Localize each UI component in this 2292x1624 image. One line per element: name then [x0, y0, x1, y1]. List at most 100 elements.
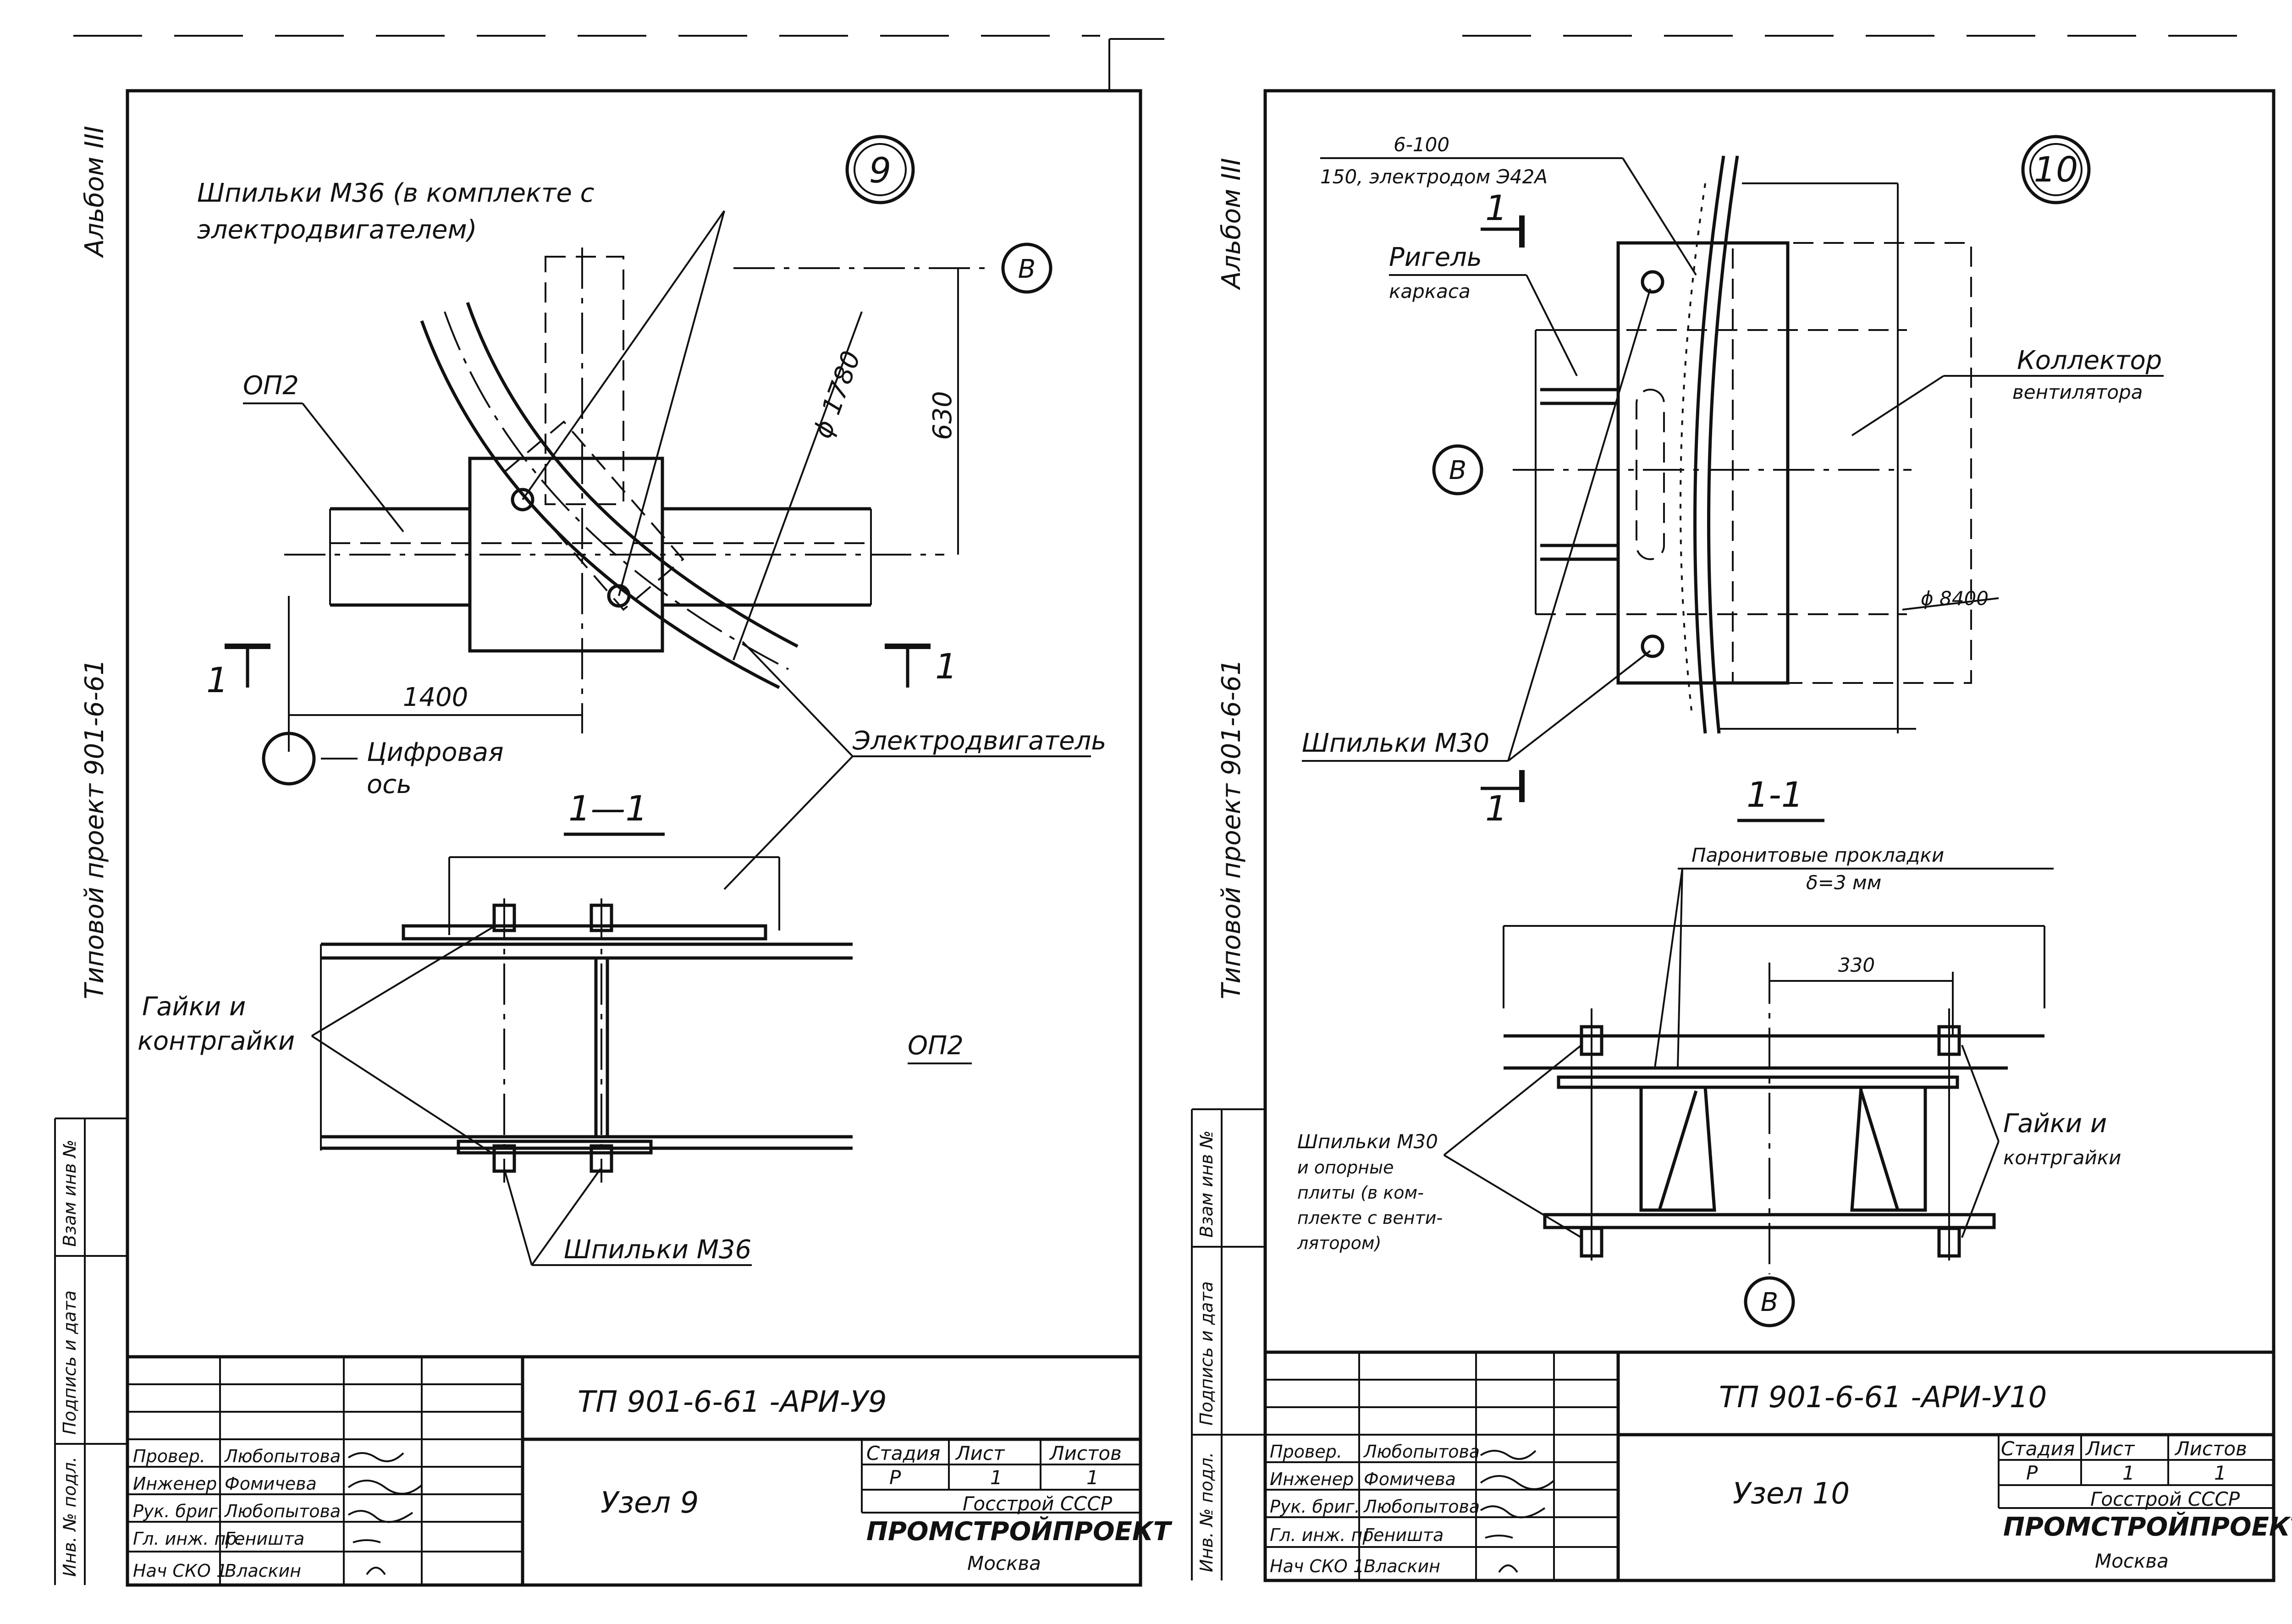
name-4: Геништа: [1364, 1525, 1444, 1545]
drawing-title: Узел 9: [601, 1486, 699, 1520]
project-label: Типовой проект 901-6-61: [1217, 659, 1246, 999]
name-1: Любопытова: [224, 1446, 341, 1466]
studs-top-label-2: электродвигателем): [197, 215, 477, 245]
digital-axis-label: Цифровая: [367, 738, 504, 767]
signature-2: [1480, 1475, 1555, 1490]
role-4: Гл. инж. пр.: [133, 1529, 242, 1549]
role-5: Нач СКО 1: [1270, 1556, 1364, 1576]
org-line-2: ПРОМСТРОЙПРОЕКТ: [866, 1516, 1173, 1547]
stage-header: Стадия: [866, 1442, 940, 1464]
doc-code: ТП 901-6-61 -АРИ-У9: [578, 1385, 887, 1419]
stage-value: Р: [889, 1466, 901, 1489]
album-label: Альбом ІІІ: [80, 126, 110, 259]
studs2-line5: лятором): [1297, 1233, 1381, 1253]
signature-3: [1480, 1505, 1546, 1519]
name-4: Геништа: [225, 1529, 304, 1549]
digital-axis-label-2: ось: [367, 770, 412, 799]
studs2-line4: плекте с венти-: [1297, 1208, 1443, 1228]
name-5: Власкин: [225, 1561, 301, 1581]
node-number: 9: [869, 150, 891, 191]
section-view-9: 1—1 ОП2 Гайки и контргайки: [138, 788, 972, 1266]
role-4: Гл. инж. пр.: [1270, 1525, 1379, 1545]
studs-top-label: Шпильки М36 (в комплекте с: [197, 178, 595, 208]
node-circle: [2021, 135, 2091, 204]
album-label: Альбом ІІІ: [1217, 158, 1246, 291]
section-mark-bottom: 1: [1485, 788, 1507, 829]
org-line-1: Госстрой СССР: [2090, 1488, 2240, 1510]
side-stamp-replace: Взам инв №: [60, 1140, 80, 1247]
side-stamp-inv: Инв. № подл.: [60, 1457, 80, 1577]
weld-label-1: 6-100: [1394, 133, 1449, 156]
section-mark-top: 1: [1485, 187, 1507, 228]
collector-label-2: вентилятора: [2012, 381, 2143, 403]
sheet-9-frame: [126, 89, 1142, 1587]
motor-label: Электродвигатель: [852, 726, 1106, 756]
role-1: Провер.: [133, 1446, 205, 1466]
signature-3: [347, 1510, 413, 1523]
top-dash-marks: [73, 35, 2246, 92]
sheet-value: 1: [2122, 1462, 2135, 1484]
sheet-9: Инв. № подл. Подпись и дата Взам инв № А…: [54, 89, 1173, 1587]
name-2: Фомичева: [1364, 1469, 1456, 1489]
sheet-10-frame: [1263, 89, 2275, 1582]
title-block-9: ТП 901-6-61 -АРИ-У9 Узел 9 Стадия Лист Л…: [126, 1355, 1173, 1587]
title-block-10: ТП 901-6-61 -АРИ-У10 Узел 10 Стадия Лист…: [1263, 1350, 2292, 1582]
role-1: Провер.: [1270, 1442, 1342, 1462]
signature-2: [347, 1480, 423, 1495]
plan-view-10: 6-100 150, электродом Э42А 1 Ригель карк…: [1302, 133, 2164, 829]
studs2-line1: Шпильки М30: [1297, 1130, 1438, 1153]
studs-bottom-label: Шпильки М36: [564, 1235, 751, 1265]
sheets-header: Листов: [1049, 1442, 1122, 1464]
sheet-header: Лист: [2085, 1437, 2135, 1460]
collector-label: Коллектор: [2017, 346, 2162, 375]
org-city: Москва: [967, 1552, 1041, 1574]
nuts-label-2: контргайки: [138, 1026, 295, 1056]
studs2-line3: плиты (в ком-: [1297, 1183, 1424, 1203]
section-view-10: 1-1 Паронитовые прокладки δ=3 мм 330: [1297, 774, 2121, 1327]
dim-330: 330: [1838, 954, 1875, 976]
signature-1: [1480, 1450, 1537, 1460]
weld-label-2: 150, электродом Э42А: [1320, 165, 1548, 188]
nuts-label: Гайки и: [142, 992, 246, 1022]
op2-bottom-label: ОП2: [908, 1031, 964, 1061]
doc-code: ТП 901-6-61 -АРИ-У10: [1719, 1381, 2047, 1415]
plan-view-9: Шпильки М36 (в комплекте с электродвигат…: [197, 178, 1106, 890]
org-city: Москва: [2095, 1550, 2169, 1572]
node-number: 10: [2034, 149, 2078, 190]
gaskets-label-2: δ=3 мм: [1806, 871, 1881, 894]
role-2: Инженер: [1270, 1469, 1354, 1489]
axis-b-label: В: [1449, 456, 1466, 485]
side-stamp-sign: Подпись и дата: [60, 1290, 80, 1435]
side-stamp-sign: Подпись и дата: [1196, 1281, 1217, 1426]
name-2: Фомичева: [225, 1474, 317, 1494]
diameter-1780: ϕ 1780: [808, 347, 867, 442]
signature-5: [1498, 1564, 1518, 1573]
sheets-value: 1: [2214, 1462, 2226, 1484]
org-line-1: Госстрой СССР: [963, 1492, 1113, 1515]
project-label: Типовой проект 901-6-61: [80, 659, 110, 999]
name-5: Власкин: [1364, 1556, 1440, 1576]
dim-1400: 1400: [403, 683, 468, 712]
nuts-label: Гайки и: [2003, 1109, 2107, 1139]
name-1: Любопытова: [1363, 1442, 1480, 1462]
sheets-header: Листов: [2174, 1437, 2247, 1460]
role-2: Инженер: [133, 1474, 217, 1494]
signature-1: [347, 1452, 404, 1462]
signature-4: [1485, 1535, 1513, 1539]
gaskets-label: Паронитовые прокладки: [1691, 844, 1944, 866]
nuts-label-2: контргайки: [2003, 1146, 2121, 1169]
section-mark-right: 1: [935, 646, 957, 687]
signature-4: [353, 1539, 381, 1543]
drawing-title: Узел 10: [1733, 1477, 1850, 1511]
sheet-header: Лист: [955, 1442, 1005, 1464]
axis-b-bottom: В: [1761, 1288, 1778, 1317]
girder-label: Ригель: [1389, 242, 1482, 272]
role-3: Рук. бриг.: [1270, 1497, 1360, 1517]
sheet-10: Инв. № подл. Подпись и дата Взам инв № А…: [1191, 89, 2292, 1582]
studs2-line2: и опорные: [1297, 1157, 1394, 1178]
role-5: Нач СКО 1: [133, 1561, 227, 1581]
axis-b-label: В: [1018, 254, 1036, 284]
name-3: Любопытова: [1363, 1497, 1480, 1517]
name-3: Любопытова: [224, 1501, 341, 1521]
